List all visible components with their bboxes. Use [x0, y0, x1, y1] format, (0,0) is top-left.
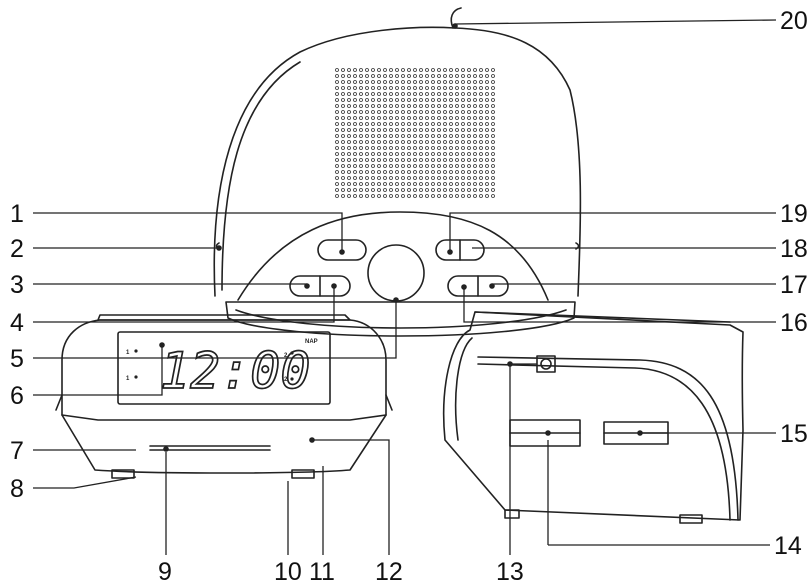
alarm2-indicator: 2 — [284, 353, 288, 359]
callout-20: 20 — [780, 7, 808, 35]
callout-4: 4 — [10, 309, 24, 337]
callout-11: 11 — [309, 558, 335, 584]
button-panel — [237, 211, 549, 301]
top-front-lip-inner — [235, 309, 567, 329]
callout-3: 3 — [10, 271, 24, 299]
lcd-window — [117, 331, 331, 405]
callout-8: 8 — [10, 475, 24, 503]
front-foot-left — [111, 469, 135, 479]
side-front-curve — [454, 337, 473, 441]
nap-indicator: NAP — [305, 339, 318, 345]
callout-16: 16 — [780, 309, 808, 337]
snooze-button[interactable] — [367, 244, 425, 302]
antenna-wire — [450, 7, 462, 29]
side-top-line — [474, 311, 731, 323]
callout-18: 18 — [780, 235, 808, 263]
callout-13: 13 — [496, 558, 524, 584]
callout-5: 5 — [10, 345, 24, 373]
lcd-dot-8 — [134, 375, 138, 379]
alarm2-music-indicator: 2 — [284, 377, 288, 383]
leader-dots — [159, 23, 643, 452]
callout-6: 6 — [10, 382, 24, 410]
callout-14: 14 — [774, 532, 802, 560]
lcd-dot-11 — [290, 351, 294, 355]
front-body-outline — [61, 319, 387, 474]
alarm1-music-indicator: 1 — [126, 376, 130, 382]
callout-10: 10 — [274, 558, 302, 584]
callout-2: 2 — [10, 235, 24, 263]
callout-7: 7 — [10, 437, 24, 465]
lcd-dot-7 — [134, 349, 138, 353]
time-display: 12:00 — [160, 342, 311, 400]
callout-15: 15 — [780, 420, 808, 448]
lcd-dot-10 — [290, 377, 294, 381]
side-foot-right — [679, 514, 703, 524]
side-inner-line — [477, 356, 739, 521]
side-foot-left — [504, 509, 520, 519]
callout-9: 9 — [158, 558, 172, 584]
front-foot-right — [291, 469, 315, 479]
callout-17: 17 — [780, 271, 808, 299]
alarm1-indicator: 1 — [126, 350, 130, 356]
front-top-ridge — [97, 314, 351, 321]
leader-lines — [33, 19, 777, 555]
callout-1: 1 — [10, 200, 24, 228]
side-inner-line-2 — [477, 363, 731, 521]
top-view — [213, 7, 582, 337]
top-front-lip — [225, 301, 576, 337]
side-view — [442, 311, 744, 524]
callout-12: 12 — [375, 558, 403, 584]
callout-19: 19 — [780, 200, 808, 228]
speaker-grille-holes — [335, 68, 495, 198]
front-bottom-line — [61, 414, 387, 421]
side-body-outline — [442, 311, 744, 521]
top-body-rim — [221, 61, 301, 291]
callout-labels: 1 2 3 4 5 6 7 8 9 10 11 12 13 14 15 16 1… — [10, 7, 808, 584]
front-view: 12:00 NAP 1 1 2 2 — [55, 314, 393, 479]
